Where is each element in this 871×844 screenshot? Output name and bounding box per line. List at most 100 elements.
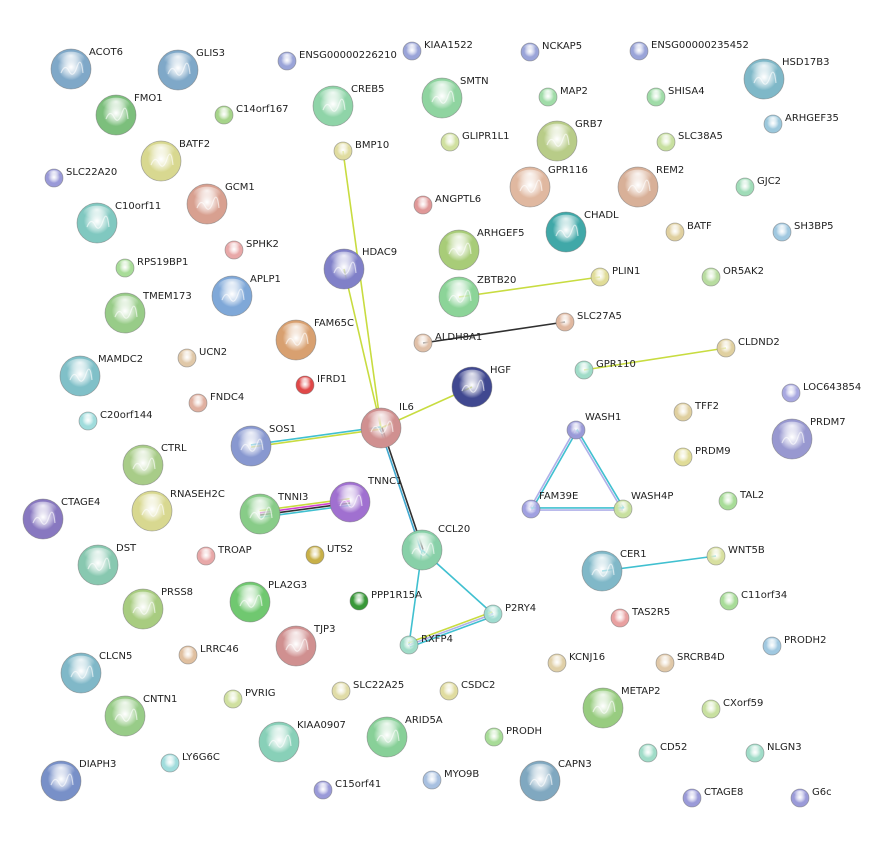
node-prss8[interactable]: PRSS8 <box>122 587 193 630</box>
node-c15orf41[interactable]: C15orf41 <box>313 779 381 800</box>
node-p2ry4[interactable]: P2RY4 <box>483 603 536 624</box>
node-chadl[interactable]: CHADL <box>545 210 619 253</box>
node-pla2g3[interactable]: PLA2G3 <box>229 580 307 623</box>
node-sos1[interactable]: SOS1 <box>230 424 296 467</box>
node-tnnc1[interactable]: TNNC1 <box>329 476 402 523</box>
node-csdc2[interactable]: CSDC2 <box>439 680 495 701</box>
node-ctage8[interactable]: CTAGE8 <box>682 787 743 808</box>
node-fam39e[interactable]: FAM39E <box>521 491 578 519</box>
node-il6[interactable]: IL6 <box>360 402 414 449</box>
node-batf[interactable]: BATF <box>665 221 712 242</box>
node-rnaseh2c[interactable]: RNASEH2C <box>131 489 225 532</box>
node-arhgef35[interactable]: ARHGEF35 <box>763 113 839 134</box>
node-c11orf34[interactable]: C11orf34 <box>719 590 787 611</box>
node-ifrd1[interactable]: IFRD1 <box>295 374 347 395</box>
node-gpr116[interactable]: GPR116 <box>509 165 588 208</box>
node-slc27a5[interactable]: SLC27A5 <box>555 311 622 332</box>
node-troap[interactable]: TROAP <box>196 545 252 566</box>
node-wash4p[interactable]: WASH4P <box>613 491 673 519</box>
node-diaph3[interactable]: DIAPH3 <box>40 759 116 802</box>
node-pvrig[interactable]: PVRIG <box>223 688 276 709</box>
node-ctage4[interactable]: CTAGE4 <box>22 497 100 540</box>
node-gcm1[interactable]: GCM1 <box>186 182 255 225</box>
node-c14orf167[interactable]: C14orf167 <box>214 104 289 125</box>
node-tmem173[interactable]: TMEM173 <box>104 291 192 334</box>
node-bmp10[interactable]: BMP10 <box>333 140 389 161</box>
node-kcnj16[interactable]: KCNJ16 <box>547 652 605 673</box>
node-loc643854[interactable]: LOC643854 <box>781 382 861 403</box>
node-glis3[interactable]: GLIS3 <box>157 48 225 91</box>
node-slc22a20[interactable]: SLC22A20 <box>44 167 117 188</box>
node-grb7[interactable]: GRB7 <box>536 119 603 162</box>
node-arid5a[interactable]: ARID5A <box>366 715 443 758</box>
node-ensg00000226210[interactable]: ENSG00000226210 <box>277 50 397 71</box>
node-zbtb20[interactable]: ZBTB20 <box>438 275 516 318</box>
node-hsd17b3[interactable]: HSD17B3 <box>743 57 830 100</box>
node-hgf[interactable]: HGF <box>451 365 511 408</box>
node-srcrb4d[interactable]: SRCRB4D <box>655 652 725 673</box>
node-rps19bp1[interactable]: RPS19BP1 <box>115 257 188 278</box>
node-plin1[interactable]: PLIN1 <box>590 266 640 287</box>
node-ly6g6c[interactable]: LY6G6C <box>160 752 220 773</box>
node-c20orf144[interactable]: C20orf144 <box>78 410 153 431</box>
node-tas2r5[interactable]: TAS2R5 <box>610 607 670 628</box>
node-ensg00000235452[interactable]: ENSG00000235452 <box>629 40 749 61</box>
node-cer1[interactable]: CER1 <box>581 549 647 592</box>
node-mamdc2[interactable]: MAMDC2 <box>59 354 143 397</box>
node-shisa4[interactable]: SHISA4 <box>646 86 705 107</box>
node-ucn2[interactable]: UCN2 <box>177 347 227 368</box>
node-sphk2[interactable]: SPHK2 <box>224 239 279 260</box>
node-prdm7[interactable]: PRDM7 <box>771 417 846 460</box>
node-cxorf59[interactable]: CXorf59 <box>701 698 763 719</box>
node-acot6[interactable]: ACOT6 <box>50 47 123 90</box>
node-slc22a25[interactable]: SLC22A25 <box>331 680 404 701</box>
node-kiaa0907[interactable]: KIAA0907 <box>258 720 346 763</box>
node-dst[interactable]: DST <box>77 543 137 586</box>
node-ccl20[interactable]: CCL20 <box>401 524 470 571</box>
node-fndc4[interactable]: FNDC4 <box>188 392 244 413</box>
node-slc38a5[interactable]: SLC38A5 <box>656 131 723 152</box>
node-g6c[interactable]: G6c <box>790 787 832 808</box>
node-fmo1[interactable]: FMO1 <box>95 93 163 136</box>
node-cntn1[interactable]: CNTN1 <box>104 694 177 737</box>
node-prodh2[interactable]: PRODH2 <box>762 635 826 656</box>
node-wnt5b[interactable]: WNT5B <box>706 545 765 566</box>
node-myo9b[interactable]: MYO9B <box>422 769 479 790</box>
node-cldnd2[interactable]: CLDND2 <box>716 337 780 358</box>
node-tal2[interactable]: TAL2 <box>718 490 764 511</box>
node-kiaa1522[interactable]: KIAA1522 <box>402 40 473 61</box>
node-nckap5[interactable]: NCKAP5 <box>520 41 582 62</box>
node-angptl6[interactable]: ANGPTL6 <box>413 194 481 215</box>
node-ctrl[interactable]: CTRL <box>122 443 187 486</box>
node-lrrc46[interactable]: LRRC46 <box>178 644 239 665</box>
node-gpr110[interactable]: GPR110 <box>574 359 636 380</box>
node-hdac9[interactable]: HDAC9 <box>323 247 397 290</box>
node-clcn5[interactable]: CLCN5 <box>60 651 132 694</box>
node-tff2[interactable]: TFF2 <box>673 401 719 422</box>
node-glipr1l1[interactable]: GLIPR1L1 <box>440 131 510 152</box>
node-batf2[interactable]: BATF2 <box>140 139 210 182</box>
node-or5ak2[interactable]: OR5AK2 <box>701 266 764 287</box>
node-fam65c[interactable]: FAM65C <box>275 318 354 361</box>
node-prdm9[interactable]: PRDM9 <box>673 446 731 467</box>
node-aplp1[interactable]: APLP1 <box>211 274 281 317</box>
node-gjc2[interactable]: GJC2 <box>735 176 781 197</box>
node-prodh[interactable]: PRODH <box>484 726 542 747</box>
node-creb5[interactable]: CREB5 <box>312 84 384 127</box>
node-capn3[interactable]: CAPN3 <box>519 759 592 802</box>
node-uts2[interactable]: UTS2 <box>305 544 353 565</box>
node-map2[interactable]: MAP2 <box>538 86 588 107</box>
node-cd52[interactable]: CD52 <box>638 742 687 763</box>
node-rem2[interactable]: REM2 <box>617 165 684 208</box>
node-nlgn3[interactable]: NLGN3 <box>745 742 802 763</box>
node-tjp3[interactable]: TJP3 <box>275 624 335 667</box>
node-rxfp4[interactable]: RXFP4 <box>399 634 453 655</box>
node-metap2[interactable]: METAP2 <box>582 686 661 729</box>
node-aldh8a1[interactable]: ALDH8A1 <box>413 332 482 353</box>
node-ppp1r15a[interactable]: PPP1R15A <box>349 590 422 611</box>
node-c10orf11[interactable]: C10orf11 <box>76 201 161 244</box>
node-arhgef5[interactable]: ARHGEF5 <box>438 228 525 271</box>
node-smtn[interactable]: SMTN <box>421 76 489 119</box>
node-tnni3[interactable]: TNNI3 <box>239 492 308 535</box>
node-sh3bp5[interactable]: SH3BP5 <box>772 221 833 242</box>
